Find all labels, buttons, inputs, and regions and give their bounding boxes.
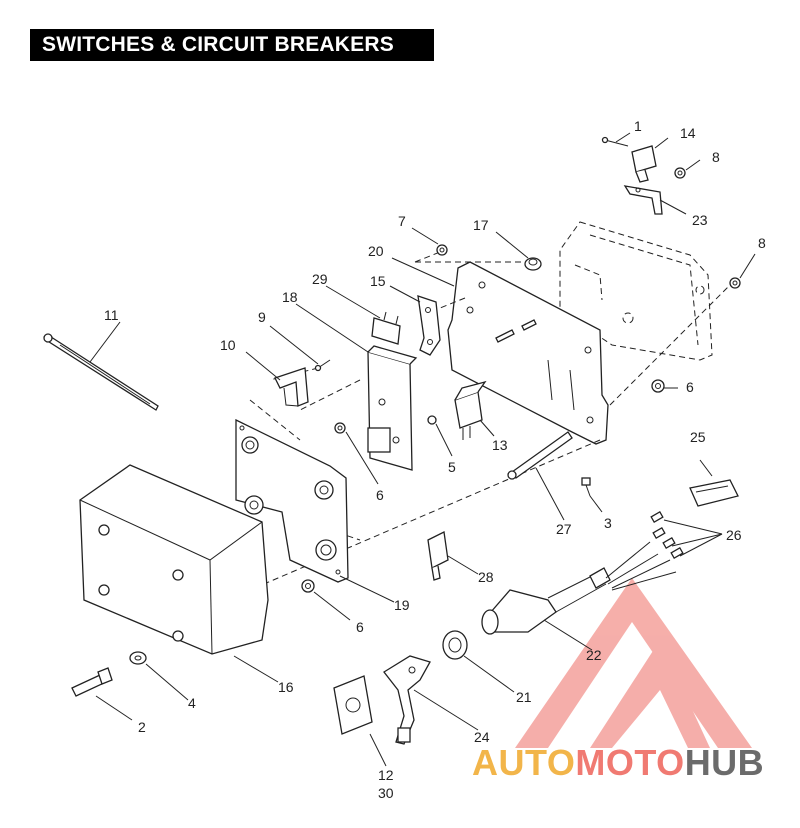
- callout-27: 27: [556, 521, 572, 537]
- nut-5: [427, 415, 437, 425]
- callout-20: 20: [368, 243, 384, 259]
- screw-1: [601, 136, 629, 147]
- callout-22: 22: [586, 647, 602, 663]
- bracket-15: [417, 295, 441, 356]
- callout-7: 7: [398, 213, 406, 229]
- bracket-23: [623, 185, 663, 215]
- nut-6-lower: [301, 579, 315, 593]
- watermark-hub: HUB: [684, 742, 765, 783]
- watermark-moto: MOTO: [575, 742, 685, 783]
- fuse-28: [427, 531, 449, 581]
- circuit-breaker-29: [371, 311, 401, 345]
- callout-28: 28: [478, 569, 494, 585]
- cover-16: [79, 464, 269, 655]
- callout-21: 21: [516, 689, 532, 705]
- washer-4: [129, 651, 147, 665]
- callout-2: 2: [138, 719, 146, 735]
- grommet-17: [524, 257, 542, 271]
- callout-26: 26: [726, 527, 742, 543]
- nut-8-top: [674, 167, 686, 179]
- callout-labels: 1 14 8 23 7 17 8 20 29 15 18 9 11 10 6 1…: [104, 118, 766, 801]
- nut-21: [442, 630, 468, 660]
- callout-8-right: 8: [758, 235, 766, 251]
- callout-30: 30: [378, 785, 394, 801]
- stud-27: [507, 431, 573, 480]
- watermark-text: AUTOMOTOHUB: [472, 742, 764, 784]
- screw-plate: [495, 319, 537, 343]
- callout-16: 16: [278, 679, 294, 695]
- callout-12: 12: [378, 767, 394, 783]
- fuse-block-18: [367, 345, 418, 471]
- callout-18: 18: [282, 289, 298, 305]
- terminals-26: [650, 511, 684, 559]
- switch-panel-19: [235, 418, 349, 583]
- callout-23: 23: [692, 212, 708, 228]
- watermark-auto: AUTO: [472, 742, 576, 783]
- callout-13: 13: [492, 437, 508, 453]
- nut-8-right: [729, 277, 741, 289]
- nut-6-right: [651, 379, 665, 393]
- nut-7: [436, 244, 448, 256]
- callout-8-top: 8: [712, 149, 720, 165]
- callout-5: 5: [448, 459, 456, 475]
- callout-11: 11: [104, 307, 119, 323]
- callout-29: 29: [312, 271, 328, 287]
- bolt-3: [581, 477, 591, 497]
- callout-15: 15: [370, 273, 386, 289]
- bolt-9: [314, 359, 331, 372]
- callout-9: 9: [258, 309, 266, 325]
- gasket-12: [333, 675, 373, 735]
- callout-10: 10: [220, 337, 236, 353]
- callout-17: 17: [473, 217, 489, 233]
- callout-25: 25: [690, 429, 706, 445]
- pressure-switch-22: [481, 541, 677, 635]
- callout-6-middle: 6: [376, 487, 384, 503]
- callout-14: 14: [680, 125, 696, 141]
- callout-6-lower: 6: [356, 619, 364, 635]
- callout-1: 1: [634, 118, 642, 134]
- callout-19: 19: [394, 597, 410, 613]
- leader-lines: [89, 132, 756, 767]
- bracket-24: [383, 655, 431, 745]
- screw-2: [71, 667, 113, 697]
- clip-10: [274, 367, 309, 407]
- nut-6-middle: [334, 422, 346, 434]
- callout-24: 24: [474, 729, 490, 745]
- relay-13: [454, 380, 487, 440]
- relay-switch-14: [631, 145, 657, 183]
- mounting-plate-20: [447, 261, 609, 445]
- callout-3: 3: [604, 515, 612, 531]
- page-title: SWITCHES & CIRCUIT BREAKERS: [30, 29, 434, 61]
- watermark-logo-icon: [515, 578, 752, 748]
- mounting-bracket-part: [559, 221, 713, 361]
- connector-25: [689, 479, 739, 507]
- callout-6-right: 6: [686, 379, 694, 395]
- callout-4: 4: [188, 695, 196, 711]
- cable-tie-11: [43, 333, 159, 411]
